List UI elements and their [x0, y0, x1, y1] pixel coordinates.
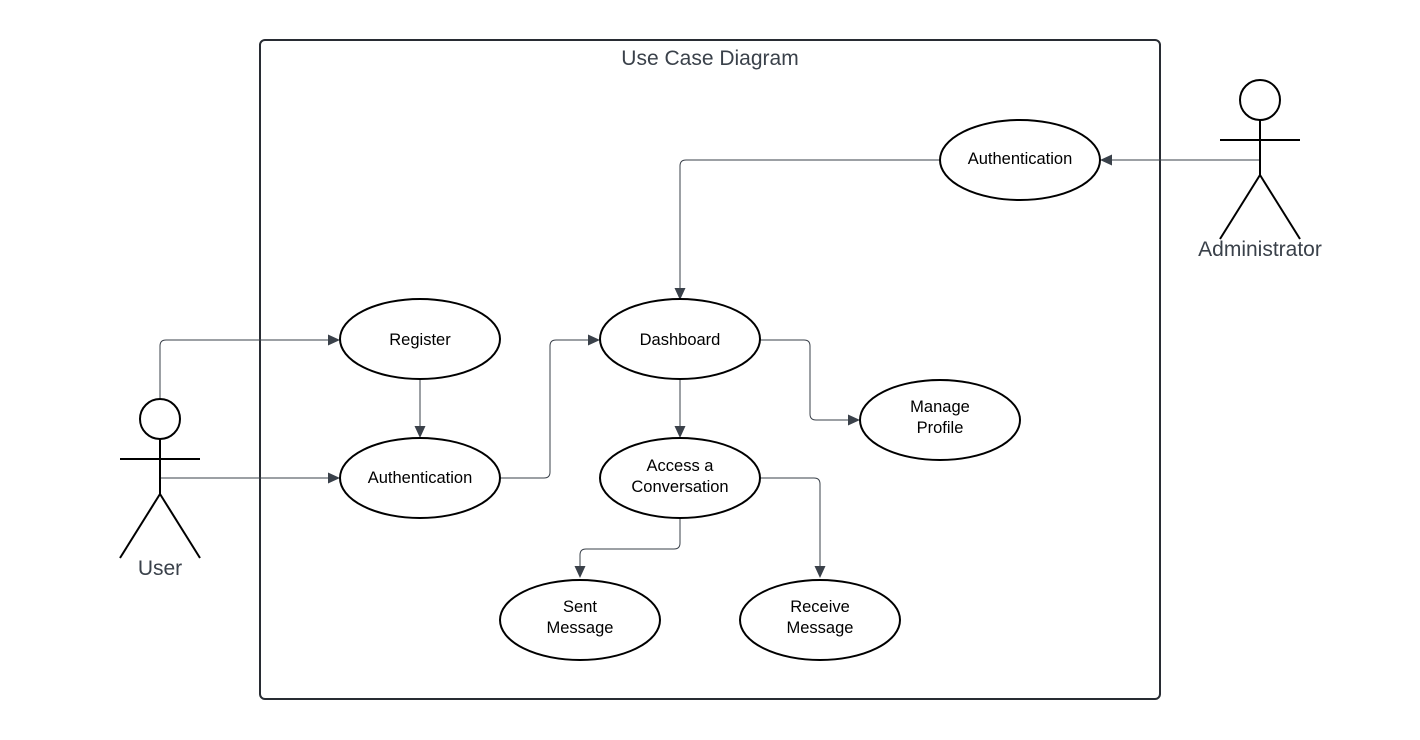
use-case-receive-message-label-line1: Receive [790, 598, 850, 616]
use-case-authentication-admin[interactable]: Authentication [939, 119, 1101, 201]
use-case-authentication-admin-ellipse [939, 119, 1101, 201]
connector-dashboard-manage-profile [760, 339, 850, 421]
actor-administrator-right-leg [1259, 174, 1301, 240]
arrowhead-manage-profile [848, 414, 860, 426]
use-case-access-conversation-label-line2: Conversation [631, 478, 728, 496]
use-case-sent-message[interactable]: Sent Message [499, 579, 661, 661]
use-case-manage-profile[interactable]: Manage Profile [859, 379, 1021, 461]
connector-user-register [159, 339, 330, 398]
arrowhead-access-conversation [674, 426, 686, 438]
use-case-sent-message-label-line2: Message [547, 619, 614, 637]
arrowhead-dashboard-from-authentication [588, 334, 600, 346]
use-case-dashboard[interactable]: Dashboard [599, 298, 761, 380]
arrowhead-admin-authentication [1100, 154, 1112, 166]
use-case-authentication-user-ellipse [339, 437, 501, 519]
actor-administrator-label: Administrator [1198, 238, 1322, 261]
arrowhead-receive-message [814, 566, 826, 578]
actor-user-head [139, 398, 181, 440]
actor-user[interactable]: User [119, 398, 201, 580]
use-case-access-conversation-label-line1: Access a [647, 457, 715, 475]
use-case-dashboard-ellipse [599, 298, 761, 380]
use-case-receive-message-ellipse [739, 579, 901, 661]
use-case-access-conversation[interactable]: Access a Conversation [599, 437, 761, 519]
use-case-manage-profile-label-line1: Manage [910, 398, 970, 416]
use-case-manage-profile-ellipse [859, 379, 1021, 461]
actor-user-right-leg [159, 493, 201, 559]
use-case-authentication-user[interactable]: Authentication [339, 437, 501, 519]
actor-user-label: User [138, 557, 182, 580]
connectors [159, 154, 1260, 578]
actor-administrator[interactable]: Administrator [1198, 79, 1322, 261]
arrowhead-sent-message [574, 566, 586, 578]
arrowhead-dashboard-from-admin [674, 288, 686, 300]
connector-conversation-sent-message [579, 518, 681, 568]
connector-conversation-receive-message [760, 477, 821, 568]
arrowhead-authentication-from-register [414, 426, 426, 438]
use-case-receive-message[interactable]: Receive Message [739, 579, 901, 661]
use-case-authentication-user-label: Authentication [368, 469, 473, 487]
connector-admin-authentication-dashboard [679, 159, 940, 290]
arrowhead-register [328, 334, 340, 346]
use-case-authentication-admin-label: Authentication [968, 150, 1073, 168]
use-case-dashboard-label: Dashboard [640, 331, 721, 349]
use-case-sent-message-label-line1: Sent [563, 598, 597, 616]
connector-authentication-dashboard [500, 339, 590, 479]
actor-administrator-head [1239, 79, 1281, 121]
use-case-manage-profile-label-line2: Profile [917, 419, 964, 437]
use-case-receive-message-label-line2: Message [787, 619, 854, 637]
diagram-title: Use Case Diagram [621, 47, 798, 70]
use-case-access-conversation-ellipse [599, 437, 761, 519]
actor-user-left-leg [119, 493, 161, 559]
arrowhead-user-authentication [328, 472, 340, 484]
use-case-sent-message-ellipse [499, 579, 661, 661]
use-case-register-ellipse [339, 298, 501, 380]
use-case-register[interactable]: Register [339, 298, 501, 380]
actor-administrator-left-leg [1219, 174, 1261, 240]
use-case-register-label: Register [389, 331, 451, 349]
